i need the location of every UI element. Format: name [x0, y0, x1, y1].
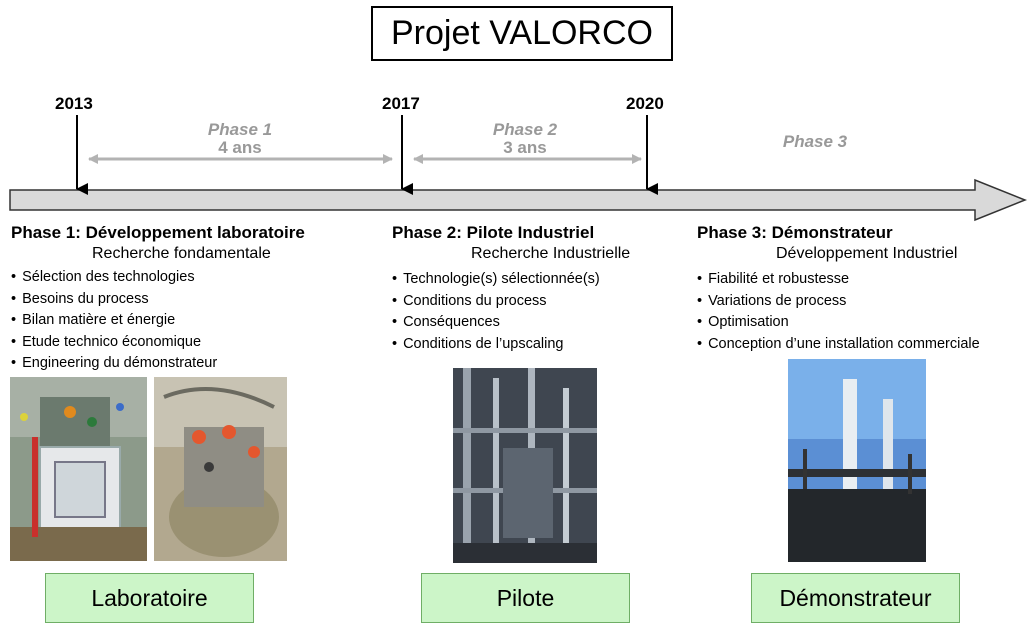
timeline-phase2: Phase 2 3 ans [470, 120, 580, 158]
page-title: Projet VALORCO [371, 6, 673, 61]
phase-name: Phase 2 [492, 120, 558, 139]
stage-laboratoire: Laboratoire [45, 573, 254, 623]
list-item: Conditions du process [392, 291, 600, 313]
list-item: Optimisation [697, 312, 980, 334]
timeline-phase1: Phase 1 4 ans [185, 120, 295, 158]
list-item: Conception d’une installation commercial… [697, 334, 980, 356]
timeline-arrow [9, 178, 1028, 222]
list-item: Conséquences [392, 312, 600, 334]
phase2-subheading: Recherche Industrielle [471, 245, 631, 262]
phase3-list: Fiabilité et robustesse Variations de pr… [697, 269, 980, 355]
list-item: Besoins du process [11, 289, 217, 311]
phase-name: Phase 1 [207, 120, 273, 139]
list-item: Fiabilité et robustesse [697, 269, 980, 291]
phase1-heading: Phase 1: Développement laboratoire [11, 223, 305, 242]
phase3-subheading: Développement Industriel [776, 245, 958, 262]
list-item: Conditions de l’upscaling [392, 334, 600, 356]
pilot-photo [453, 368, 597, 563]
list-item: Variations de process [697, 291, 980, 313]
phase1-subheading: Recherche fondamentale [92, 245, 271, 262]
phase-name: Phase 3 [782, 132, 848, 151]
phase-duration: 3 ans [503, 138, 547, 157]
phase3-heading: Phase 3: Démonstrateur [697, 223, 893, 242]
phase-duration: 4 ans [218, 138, 262, 157]
year-label: 2013 [55, 94, 93, 113]
lab-photo-1 [10, 377, 147, 561]
list-item: Bilan matière et énergie [11, 310, 217, 332]
list-item: Engineering du démonstrateur [11, 353, 217, 375]
lab-photo-2 [154, 377, 287, 561]
list-item: Technologie(s) sélectionnée(s) [392, 269, 600, 291]
timeline-phase3: Phase 3 [760, 132, 870, 152]
list-item: Etude technico économique [11, 332, 217, 354]
list-item: Sélection des technologies [11, 267, 217, 289]
phase2-heading: Phase 2: Pilote Industriel [392, 223, 595, 242]
phase1-list: Sélection des technologies Besoins du pr… [11, 267, 217, 375]
demonstrator-photo [788, 359, 926, 562]
phase2-list: Technologie(s) sélectionnée(s) Condition… [392, 269, 600, 355]
year-label: 2020 [626, 94, 664, 113]
stage-demonstrateur: Démonstrateur [751, 573, 960, 623]
year-label: 2017 [382, 94, 420, 113]
stage-pilote: Pilote [421, 573, 630, 623]
